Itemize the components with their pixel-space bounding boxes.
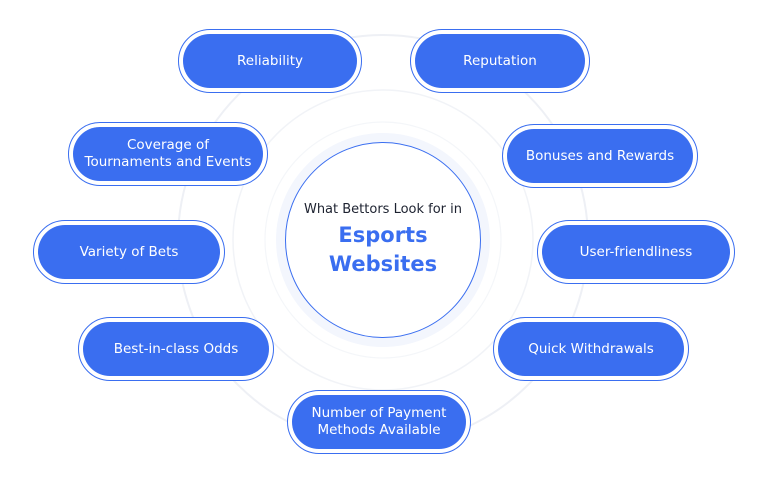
node-bonuses-and-rewards: Bonuses and Rewards	[502, 124, 698, 188]
node-coverage-of-tournaments: Coverage of Tournaments and Events	[68, 122, 268, 186]
node-payment-methods: Number of Payment Methods Available	[287, 390, 471, 454]
center-subtitle: What Bettors Look for in	[303, 201, 463, 217]
node-label: Number of Payment Methods Available	[292, 395, 466, 449]
node-reputation: Reputation	[410, 29, 590, 93]
node-label: Best-in-class Odds	[83, 322, 269, 376]
center-circle: What Bettors Look for in Esports Website…	[285, 142, 481, 338]
node-label: Reputation	[415, 34, 585, 88]
node-label: Variety of Bets	[38, 225, 220, 279]
node-label: User-friendliness	[542, 225, 730, 279]
node-quick-withdrawals: Quick Withdrawals	[493, 317, 689, 381]
node-label: Bonuses and Rewards	[507, 129, 693, 183]
center-title: Esports Websites	[328, 222, 438, 276]
node-label: Quick Withdrawals	[498, 322, 684, 376]
node-user-friendliness: User-friendliness	[537, 220, 735, 284]
node-variety-of-bets: Variety of Bets	[33, 220, 225, 284]
node-best-in-class-odds: Best-in-class Odds	[78, 317, 274, 381]
node-label: Coverage of Tournaments and Events	[73, 127, 263, 181]
node-reliability: Reliability	[178, 29, 362, 93]
node-label: Reliability	[183, 34, 357, 88]
